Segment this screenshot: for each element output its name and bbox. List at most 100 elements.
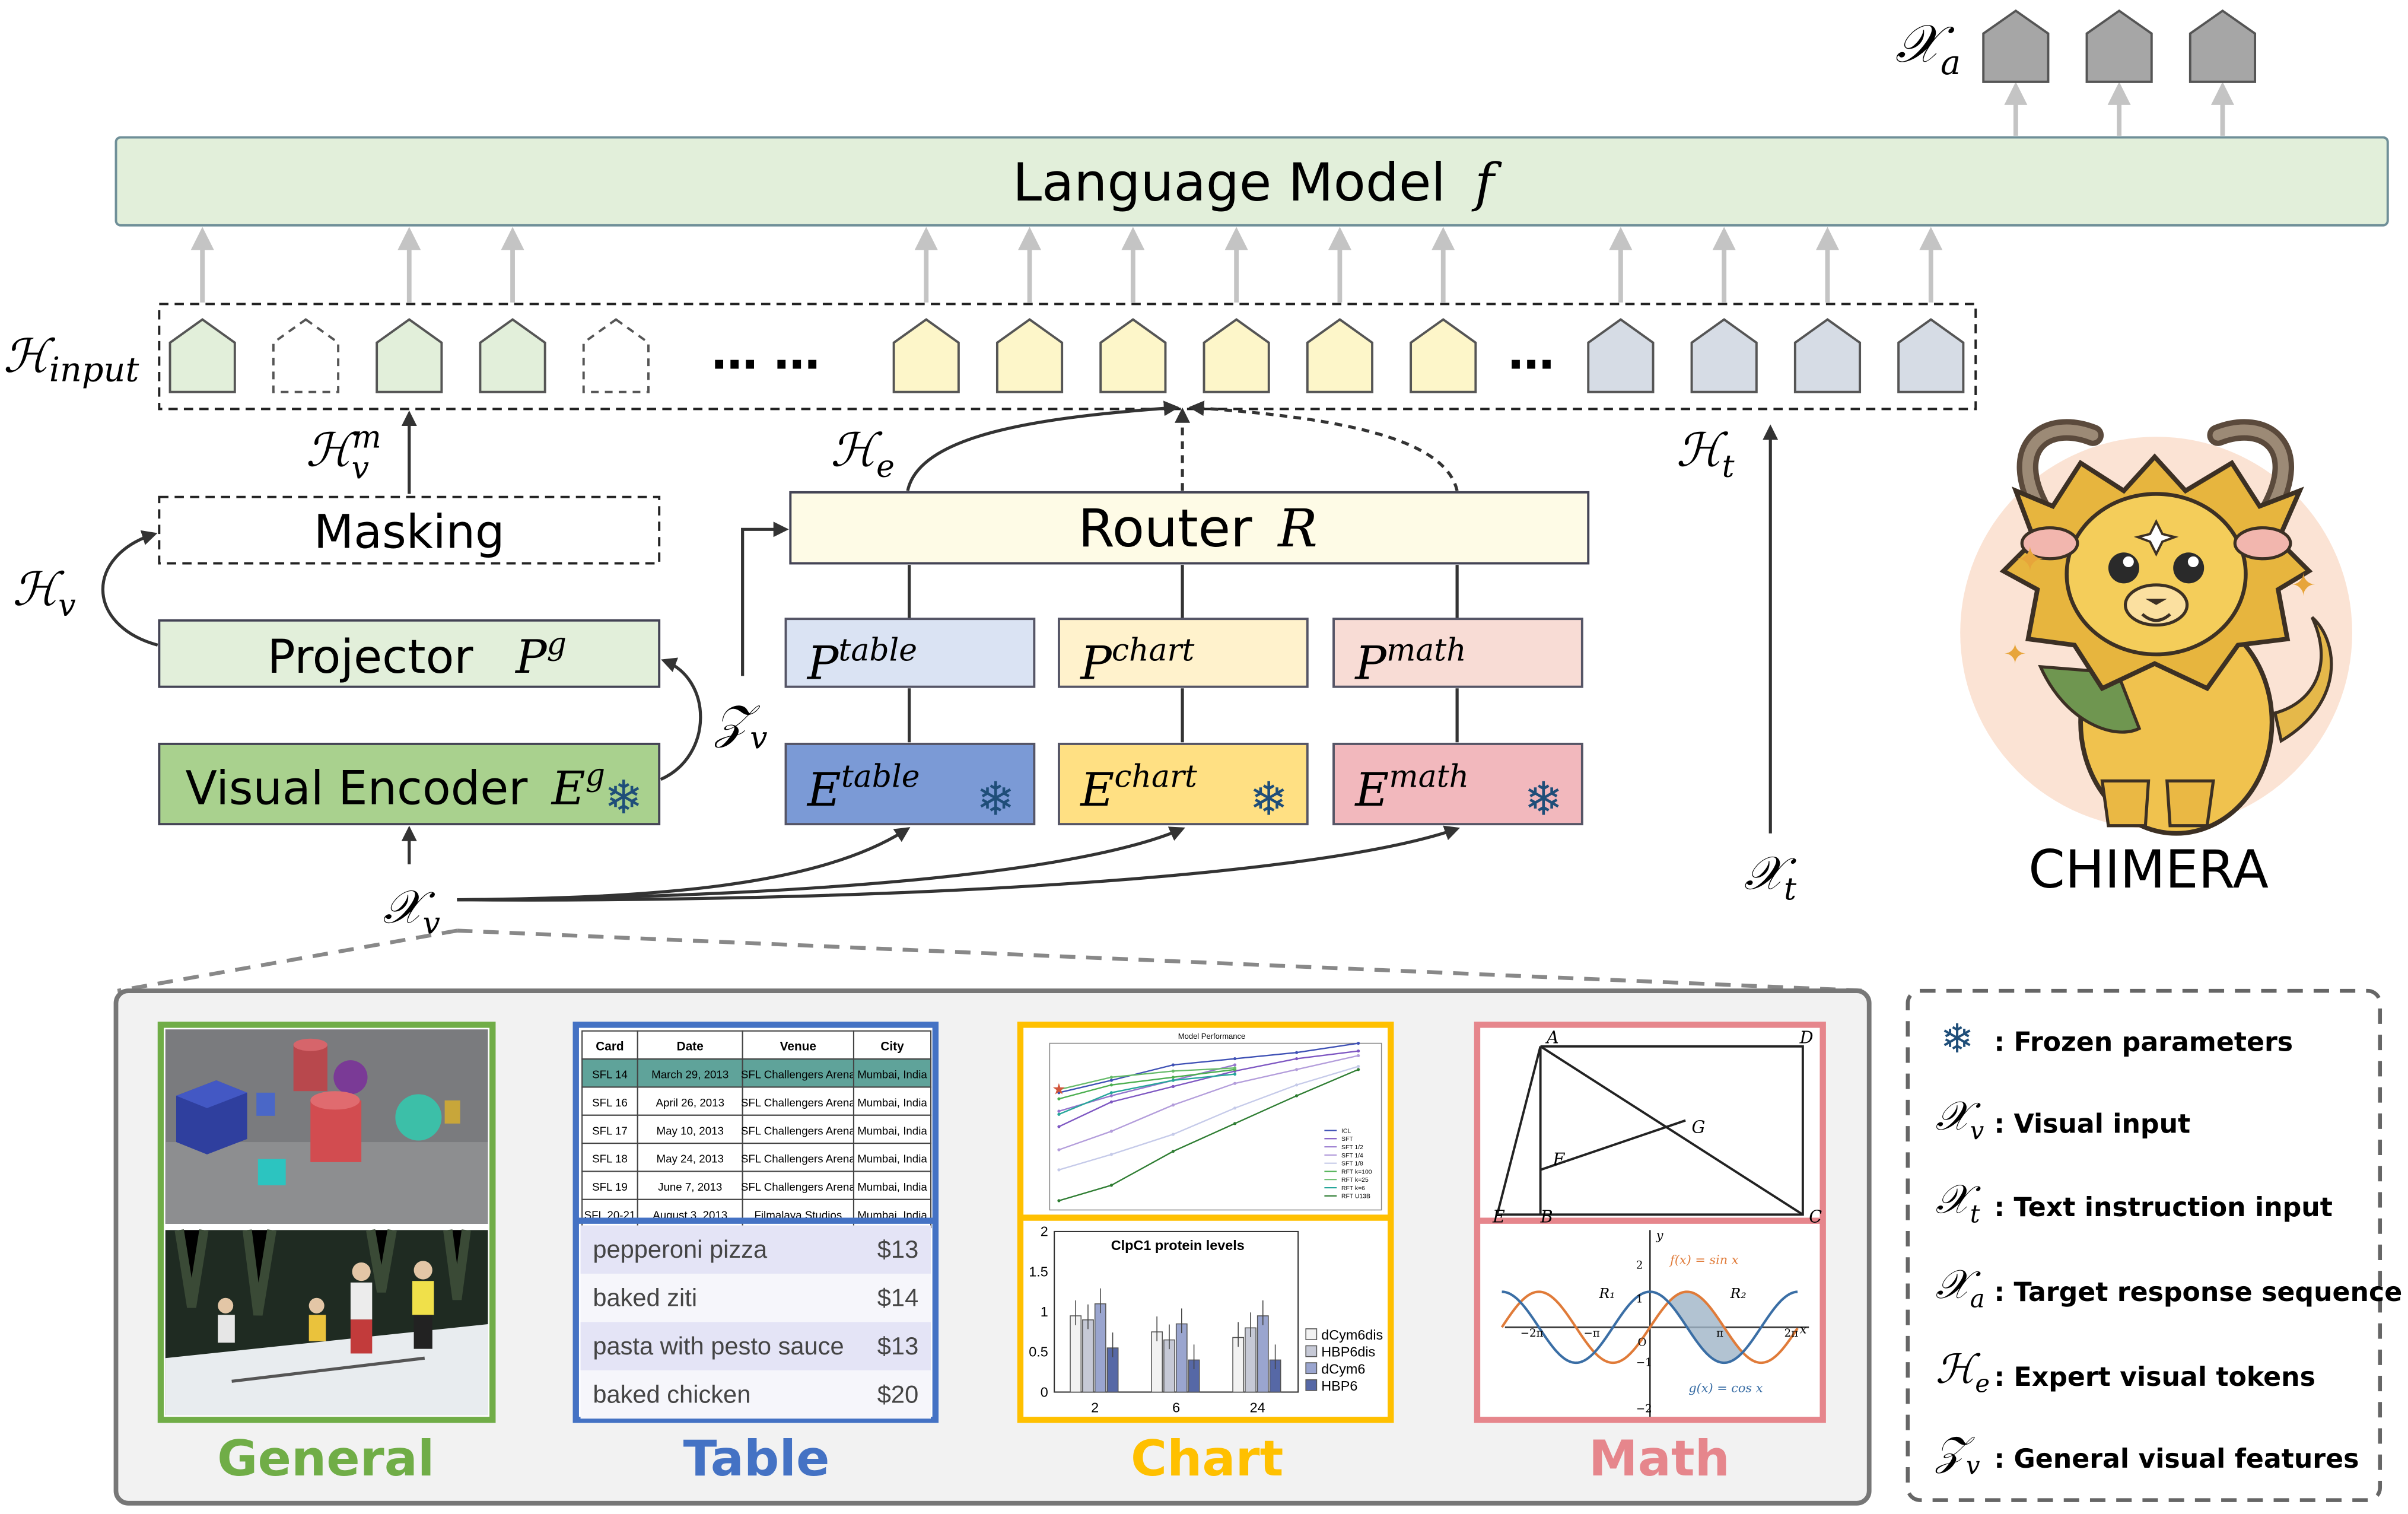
encoder-table xyxy=(784,742,1036,826)
line-chart-legend-entry: SFT xyxy=(1341,1136,1353,1143)
line-point xyxy=(1109,1083,1114,1087)
input-token xyxy=(1099,318,1167,393)
encoder-to-projector-arrow xyxy=(660,657,702,781)
table-cell: Mumbai, India xyxy=(857,1153,927,1165)
bar-chart-ytick: 1.5 xyxy=(1029,1264,1048,1279)
skiing-photo xyxy=(165,1229,488,1416)
line-chart-legend-entry: RFT k=25 xyxy=(1341,1177,1369,1184)
axis-tick-label: 2π xyxy=(1784,1327,1799,1340)
projector-math-label: Pmath xyxy=(1354,632,1466,690)
geometry-point-label: C xyxy=(1809,1206,1822,1226)
input-token xyxy=(1203,318,1270,393)
table-cell: June 7, 2013 xyxy=(658,1181,722,1193)
output-token xyxy=(2085,9,2153,83)
line-point xyxy=(1294,1051,1299,1054)
projector-table-label: Ptable xyxy=(806,632,917,690)
z-v-label: 𝒵v xyxy=(714,695,768,756)
projector-to-masking-arrow xyxy=(101,530,158,647)
zoom-guide-left xyxy=(117,928,457,993)
line-point xyxy=(1171,1084,1175,1089)
visual-encoder-symbol: E xyxy=(551,762,586,815)
line-chart-legend-entry: RFT k=6 xyxy=(1341,1185,1365,1192)
x-t-label: 𝒳t xyxy=(1744,847,1796,907)
line-point xyxy=(1294,1094,1299,1098)
legend-text: : General visual features xyxy=(1994,1444,2359,1474)
router-math-output-arrow xyxy=(1188,400,1459,491)
table-cell: SFL 17 xyxy=(592,1124,628,1137)
table-cell: SFL Challengers Arena xyxy=(741,1181,855,1193)
input-to-language-model-arrows xyxy=(190,227,1943,303)
line-point xyxy=(1233,1066,1237,1070)
input-token-sequence xyxy=(158,303,1977,411)
line-point xyxy=(1109,1091,1114,1095)
table-cell: SFL 19 xyxy=(592,1181,628,1193)
projector-box xyxy=(158,619,661,688)
shaded-region xyxy=(1668,1292,1743,1363)
input-token xyxy=(1690,318,1758,393)
table-cell: Mumbai, India xyxy=(857,1096,927,1109)
line-point xyxy=(1057,1112,1061,1116)
language-model-label: Language Model xyxy=(1013,152,1446,213)
h-v-label: ℋv xyxy=(12,563,76,624)
legend-symbol: 𝒳v xyxy=(1936,1092,1984,1145)
line-point xyxy=(1357,1049,1360,1053)
line-point xyxy=(1057,1168,1061,1172)
table-cell: SFL 16 xyxy=(592,1096,628,1109)
bar-chart-legend-entry: dCym6 xyxy=(1321,1361,1365,1376)
bar xyxy=(1070,1315,1082,1393)
menu-price: $20 xyxy=(877,1380,918,1408)
bar xyxy=(1245,1327,1257,1393)
table-cell: SFL Challengers Arena xyxy=(741,1153,855,1165)
table-cell: May 10, 2013 xyxy=(657,1124,724,1137)
bar-chart-legend-entry: HBP6 xyxy=(1321,1378,1357,1394)
clevr-render-image xyxy=(165,1029,488,1224)
line-point xyxy=(1171,1103,1175,1107)
legend-text: : Text instruction input xyxy=(1994,1192,2332,1223)
table-cell: SFL Challengers Arena xyxy=(741,1124,855,1137)
line-point xyxy=(1171,1150,1175,1153)
line-point xyxy=(1057,1088,1061,1092)
line-series xyxy=(1058,1067,1235,1090)
input-token xyxy=(168,318,236,393)
output-tokens xyxy=(1982,9,2257,136)
bar-chart-ytick: 0.5 xyxy=(1029,1344,1048,1360)
legend-symbol: 𝒳a xyxy=(1936,1261,1985,1313)
line-point xyxy=(1109,1079,1114,1082)
h-v-m-label: ℋvm xyxy=(306,419,381,486)
table-cell: SFL 18 xyxy=(592,1153,628,1165)
sample-data-panel xyxy=(113,988,1872,1506)
line-point xyxy=(1057,1125,1061,1128)
line-chart-legend-entry: SFT 1/4 xyxy=(1341,1153,1363,1159)
input-tokens xyxy=(168,318,1965,393)
output-token xyxy=(2188,9,2257,83)
router-label: Router xyxy=(1078,498,1252,559)
axis-tick-label: −2 xyxy=(1636,1402,1652,1415)
line-chart-legend-entry: SFT 1/8 xyxy=(1341,1161,1363,1168)
encoder-math xyxy=(1332,742,1583,826)
geometry-point-label: A xyxy=(1545,1028,1559,1048)
line-point xyxy=(1109,1100,1114,1104)
line-point xyxy=(1233,1122,1237,1125)
region-label: R₂ xyxy=(1730,1285,1747,1302)
line-chart-title: Model Performance xyxy=(1178,1032,1245,1041)
masking-label: Masking xyxy=(314,506,505,559)
domain-label-math: Math xyxy=(1589,1430,1730,1487)
line-point xyxy=(1057,1109,1061,1113)
geometry-point-label: B xyxy=(1540,1206,1553,1226)
router-table-output-arrow xyxy=(906,400,1179,491)
table-cell: SFL Challengers Arena xyxy=(741,1096,855,1109)
axis-tick-label: −2π xyxy=(1520,1327,1544,1340)
menu-price: $13 xyxy=(877,1332,918,1360)
svg-text:Visual Encoder Eg: Visual Encoder Eg xyxy=(186,758,605,815)
axis-name: x xyxy=(1800,1322,1807,1337)
zv-to-router-arrow xyxy=(741,521,789,676)
table-header-cell: Date xyxy=(677,1039,704,1053)
line-point xyxy=(1233,1082,1237,1085)
general-samples xyxy=(157,1022,496,1423)
